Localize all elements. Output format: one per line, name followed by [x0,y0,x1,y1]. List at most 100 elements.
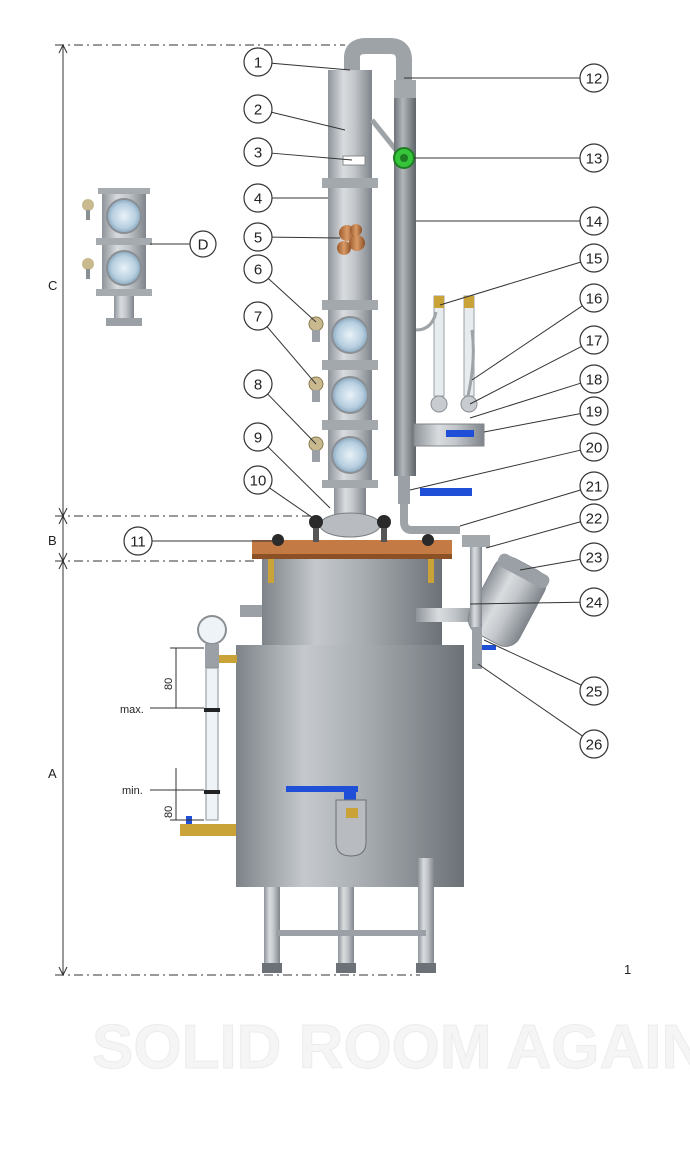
callout-circle-13 [579,143,609,173]
callout-circle-20 [579,432,609,462]
callout-circle-d [189,230,217,258]
callout-leader-17 [469,345,582,405]
boiler-tank [236,645,464,887]
callout-leader-22 [485,521,581,549]
dimension-label-a: A [48,766,57,781]
callout-leader-7 [266,326,317,385]
callout-leader-3 [271,152,353,161]
callout-label-7: 7 [254,309,262,326]
callout-leader-16 [471,305,583,381]
callout-leader-1 [271,62,351,71]
callout-label-24: 24 [586,595,603,612]
level-gap-upper: 80 [163,678,175,690]
dimension-lines [55,43,420,977]
callout-label-8: 8 [254,377,262,394]
callout-circle-10 [243,465,273,495]
callout-label-12: 12 [586,71,603,88]
callout-label-25: 25 [586,684,603,701]
rotameters [413,295,485,447]
callout-label-4: 4 [254,191,262,208]
dimension-label-c: C [48,278,57,293]
callout-circle-18 [579,364,609,394]
callout-leader-21 [459,489,581,527]
callout-label-15: 15 [586,251,603,268]
callout-leader-8 [267,393,317,445]
callout-circle-6 [243,254,273,284]
callout-circle-4 [243,183,273,213]
callout-label-22: 22 [586,511,603,528]
callout-circle-11 [123,526,153,556]
level-dimensions [150,647,204,821]
figure-number: 1 [624,962,631,977]
callout-circle-9 [243,422,273,452]
callout-label-20: 20 [586,440,603,457]
callout-circle-3 [243,137,273,167]
callout-circle-24 [579,587,609,617]
callout-leader-9 [267,446,331,509]
callout-leader-24 [469,601,581,605]
callout-label-17: 17 [586,333,603,350]
callout-circle-15 [579,243,609,273]
legs [262,858,436,973]
callout-leader-10 [269,487,317,521]
callout-circle-8 [243,369,273,399]
dephlegmator-valves [308,316,324,462]
callout-leader-15 [439,261,581,306]
dimension-label-b: B [48,533,57,548]
callout-label-21: 21 [586,479,603,496]
callout-leader-26 [477,663,583,737]
callout-leader-25 [483,639,582,686]
level-gap-lower: 80 [163,806,175,818]
callout-leader-18 [469,382,581,419]
callout-label-11: 11 [130,534,146,551]
callout-label-26: 26 [586,737,603,754]
callout-leader-2 [271,111,346,131]
column [308,38,412,538]
condenser [393,80,472,534]
callout-label-19: 19 [586,404,603,421]
callout-label-5: 5 [254,230,262,247]
watermark: SOLID ROOM AGAIN [92,1013,690,1082]
callout-circle-2 [243,94,273,124]
callout-label-2: 2 [254,102,262,119]
level-max-label: max. [120,704,144,716]
callout-circle-5 [243,222,273,252]
callout-leader-20 [409,449,581,491]
callout-label-1: 1 [254,55,262,72]
callout-label-16: 16 [586,291,603,308]
callout-label-14: 14 [586,214,603,231]
callout-label-d: D [198,237,209,254]
level-min-label: min. [122,785,143,797]
callout-circle-23 [579,542,609,572]
level-gauge [180,615,237,836]
callout-label-3: 3 [254,145,262,162]
copper-lid [252,515,452,559]
callouts: 1234567891011121314151617181920212223242… [123,47,609,759]
callout-circle-12 [579,63,609,93]
callout-circle-16 [579,283,609,313]
callout-circle-1 [243,47,273,77]
callout-label-23: 23 [586,550,603,567]
callout-circle-17 [579,325,609,355]
callout-leader-23 [519,558,581,571]
detail-d-sight-glass [82,188,152,326]
callout-leader-19 [483,413,581,433]
callout-label-18: 18 [586,372,603,389]
copper-packing [337,224,365,255]
callout-label-9: 9 [254,430,262,447]
callout-circle-26 [579,729,609,759]
collector-tank [462,535,550,669]
callout-circle-25 [579,676,609,706]
callout-circle-21 [579,471,609,501]
callout-leader-6 [267,278,317,323]
callout-label-13: 13 [586,151,603,168]
upper-tank [240,559,480,649]
callout-circle-22 [579,503,609,533]
callout-circle-7 [243,301,273,331]
callout-label-10: 10 [250,473,267,490]
callout-leader-5 [271,236,341,239]
callout-circle-14 [579,206,609,236]
callout-label-6: 6 [254,262,262,279]
callout-circle-19 [579,396,609,426]
